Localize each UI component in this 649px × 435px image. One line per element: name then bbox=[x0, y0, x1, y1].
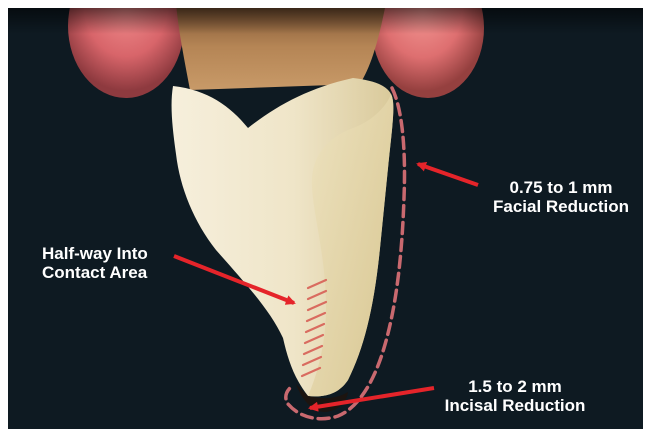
facial-reduction-text: Facial Reduction bbox=[476, 197, 643, 216]
facial-reduction-label: 0.75 to 1 mm Facial Reduction bbox=[476, 178, 643, 216]
tooth-illustration bbox=[8, 8, 643, 429]
incisal-reduction-label: 1.5 to 2 mm Incisal Reduction bbox=[420, 377, 610, 415]
diagram-panel: 0.75 to 1 mm Facial Reduction Half-way I… bbox=[8, 8, 643, 429]
contact-area-label: Half-way Into Contact Area bbox=[42, 244, 148, 282]
contact-area-line-1: Half-way Into bbox=[42, 244, 148, 263]
incisal-reduction-text: Incisal Reduction bbox=[420, 396, 610, 415]
contact-area-line-2: Contact Area bbox=[42, 263, 148, 282]
facial-reduction-value: 0.75 to 1 mm bbox=[476, 178, 643, 197]
incisal-reduction-value: 1.5 to 2 mm bbox=[420, 377, 610, 396]
